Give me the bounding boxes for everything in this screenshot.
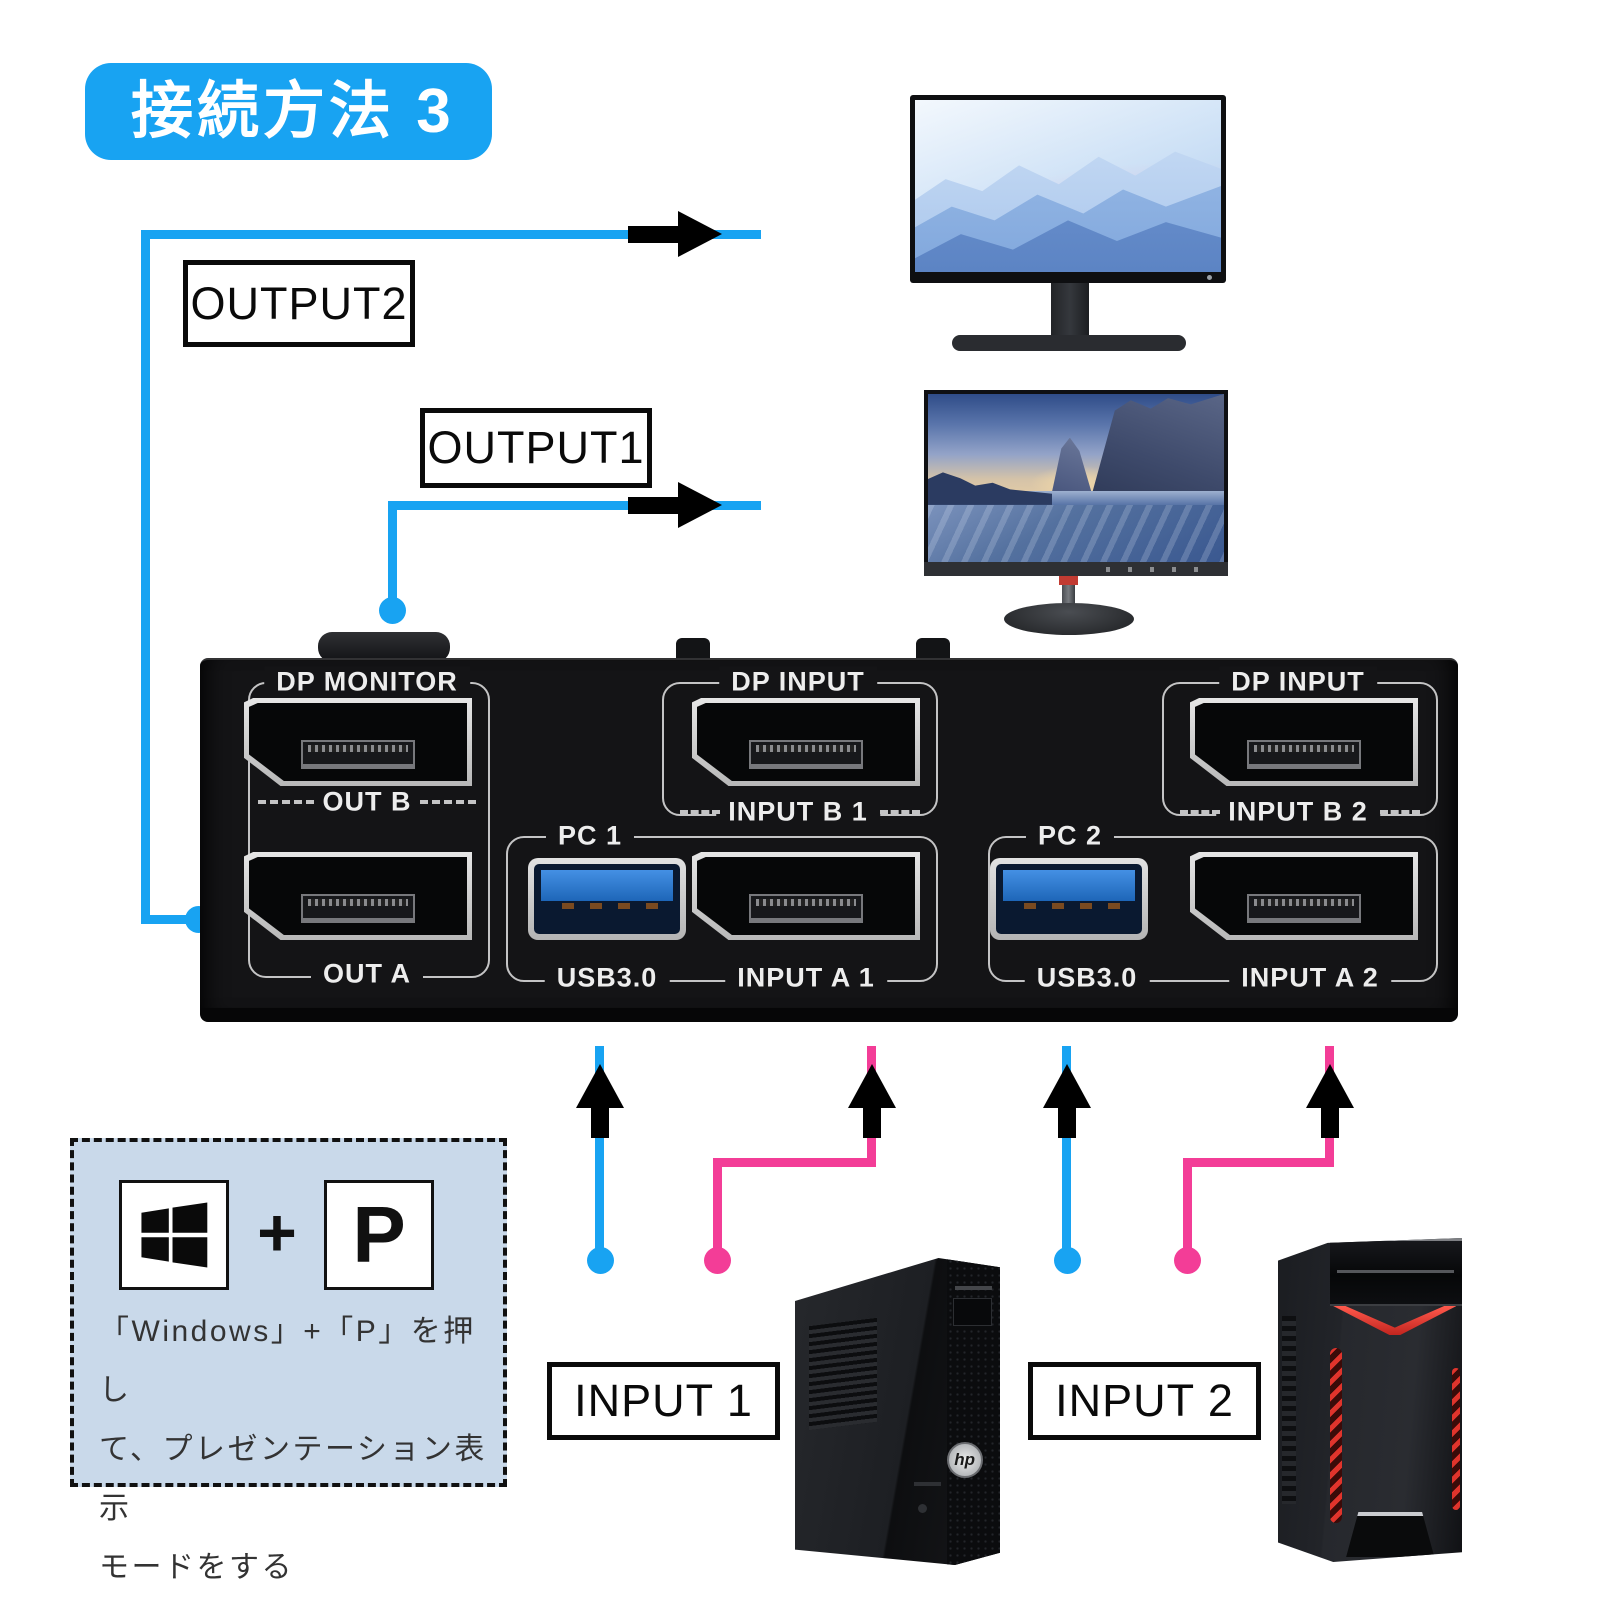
plus-sign: + — [257, 1195, 297, 1271]
dp-port-out-a[interactable] — [244, 852, 472, 940]
port-label-dp-input-1: DP INPUT — [719, 666, 877, 698]
pc-tower-2 — [1278, 1238, 1462, 1562]
pc2-usb-arrow-icon — [1058, 1102, 1076, 1138]
output1-label: OUTPUT1 — [420, 408, 652, 488]
pc2-dp-line-horizontal — [1183, 1158, 1334, 1167]
pc2-usb-arrowhead-icon — [1043, 1064, 1091, 1108]
dp-port-input-b2[interactable] — [1190, 698, 1418, 786]
note-line-1: 「Windows」+「P」を押し — [99, 1315, 476, 1407]
pc1-group-outline — [506, 836, 938, 982]
output2-line-bottom — [141, 915, 203, 924]
pc2-usb-line — [1062, 1046, 1071, 1258]
monitor-1 — [910, 95, 1226, 283]
p-key: P — [324, 1180, 434, 1290]
output1-arrow-icon — [628, 497, 680, 514]
monitor-2 — [924, 390, 1228, 576]
usb-port-pc2[interactable] — [990, 858, 1148, 940]
pc2-top-panel — [1329, 1238, 1462, 1307]
port-label-dp-monitor: DP MONITOR — [264, 666, 470, 698]
windows-key — [119, 1180, 229, 1290]
note-text: 「Windows」+「P」を押し て、プレゼンテーション表示 モードをする — [99, 1302, 489, 1597]
port-label-dp-input-2: DP INPUT — [1219, 666, 1377, 698]
output2-label: OUTPUT2 — [183, 260, 415, 347]
pc1-usb-line — [595, 1046, 604, 1258]
dp-port-input-b1[interactable] — [692, 698, 920, 786]
pc1-dp-line-drop — [713, 1160, 722, 1260]
note-line-3: モードをする — [99, 1551, 294, 1584]
usb-port-pc1[interactable] — [528, 858, 686, 940]
port-label-pc2: PC 2 — [1025, 820, 1115, 852]
port-label-usb-pc1: USB3.0 — [544, 962, 670, 994]
monitor-2-control-icons — [1106, 567, 1198, 572]
dp-port-input-a2[interactable] — [1190, 852, 1418, 940]
kvm-top-connector — [318, 632, 450, 662]
pc2-side-vents — [1281, 1315, 1297, 1504]
dp-port-input-a1[interactable] — [692, 852, 920, 940]
port-label-input-a1: INPUT A 1 — [725, 962, 887, 994]
pc1-card-slot — [913, 1482, 941, 1487]
port-label-out-a: OUT A — [311, 958, 423, 990]
output2-line-horizontal — [141, 230, 761, 239]
port-label-input-b1: INPUT B 1 — [716, 796, 880, 828]
monitor-2-bezel — [924, 562, 1228, 576]
pc2-red-stripe-left — [1329, 1348, 1343, 1524]
pc1-usb-socket — [918, 1503, 927, 1513]
pc2-dp-arrowhead-icon — [1306, 1064, 1354, 1108]
dp-port-out-b[interactable] — [244, 698, 472, 786]
windows-logo-icon — [141, 1202, 208, 1268]
pc1-usb-arrow-icon — [591, 1102, 609, 1138]
pc2-dp-line-drop — [1183, 1160, 1192, 1260]
pc-tower-1: hp — [795, 1258, 1000, 1565]
monitor-1-stand — [1051, 283, 1089, 339]
pc2-red-chevron — [1333, 1306, 1457, 1336]
output2-arrow-icon — [628, 226, 680, 243]
pc1-usb-arrowhead-icon — [576, 1064, 624, 1108]
output2-line-vertical — [141, 230, 150, 924]
kvm-top-screw-right — [916, 638, 950, 658]
pc2-usb-dot — [1054, 1247, 1081, 1274]
pc1-dvd-drive — [952, 1297, 992, 1326]
pc1-dp-arrowhead-icon — [848, 1064, 896, 1108]
monitor-2-stand-accent — [1059, 576, 1078, 585]
hp-logo: hp — [946, 1442, 983, 1479]
pc2-dp-dot — [1174, 1247, 1201, 1274]
pc2-bottom-vent — [1346, 1511, 1435, 1558]
port-label-out-b: OUT B — [310, 786, 424, 818]
output1-endpoint-dot — [379, 597, 406, 624]
output2-arrowhead-icon — [678, 211, 722, 257]
note-line-2: て、プレゼンテーション表示 — [99, 1433, 487, 1525]
input1-label: INPUT 1 — [547, 1362, 780, 1440]
pc2-dp-arrow-icon — [1321, 1102, 1339, 1138]
pc1-vents — [809, 1318, 877, 1431]
monitor-1-screen — [915, 100, 1221, 272]
pc1-dp-dot — [704, 1247, 731, 1274]
pc1-dp-arrow-icon — [863, 1102, 881, 1138]
port-label-usb-pc2: USB3.0 — [1024, 962, 1150, 994]
page-title: 接続方法 3 — [85, 63, 492, 160]
pc1-dp-line-horizontal — [713, 1158, 876, 1167]
port-label-input-a2: INPUT A 2 — [1229, 962, 1391, 994]
port-label-pc1: PC 1 — [545, 820, 635, 852]
kvm-top-screw-left — [676, 638, 710, 658]
monitor-2-base — [1004, 603, 1134, 635]
monitor-2-screen — [928, 394, 1224, 562]
pc1-usb-dot — [587, 1247, 614, 1274]
pc2-group-outline — [988, 836, 1438, 982]
pc2-red-stripe-right — [1451, 1367, 1461, 1511]
output1-line-vertical — [388, 501, 397, 613]
output1-arrowhead-icon — [678, 482, 722, 528]
port-label-input-b2: INPUT B 2 — [1216, 796, 1380, 828]
input2-label: INPUT 2 — [1028, 1362, 1261, 1440]
monitor-1-power-led — [1207, 275, 1212, 280]
output1-line-horizontal — [388, 501, 761, 510]
monitor-1-base — [952, 335, 1186, 351]
windows-p-note: + P 「Windows」+「P」を押し て、プレゼンテーション表示 モードをす… — [70, 1138, 507, 1584]
